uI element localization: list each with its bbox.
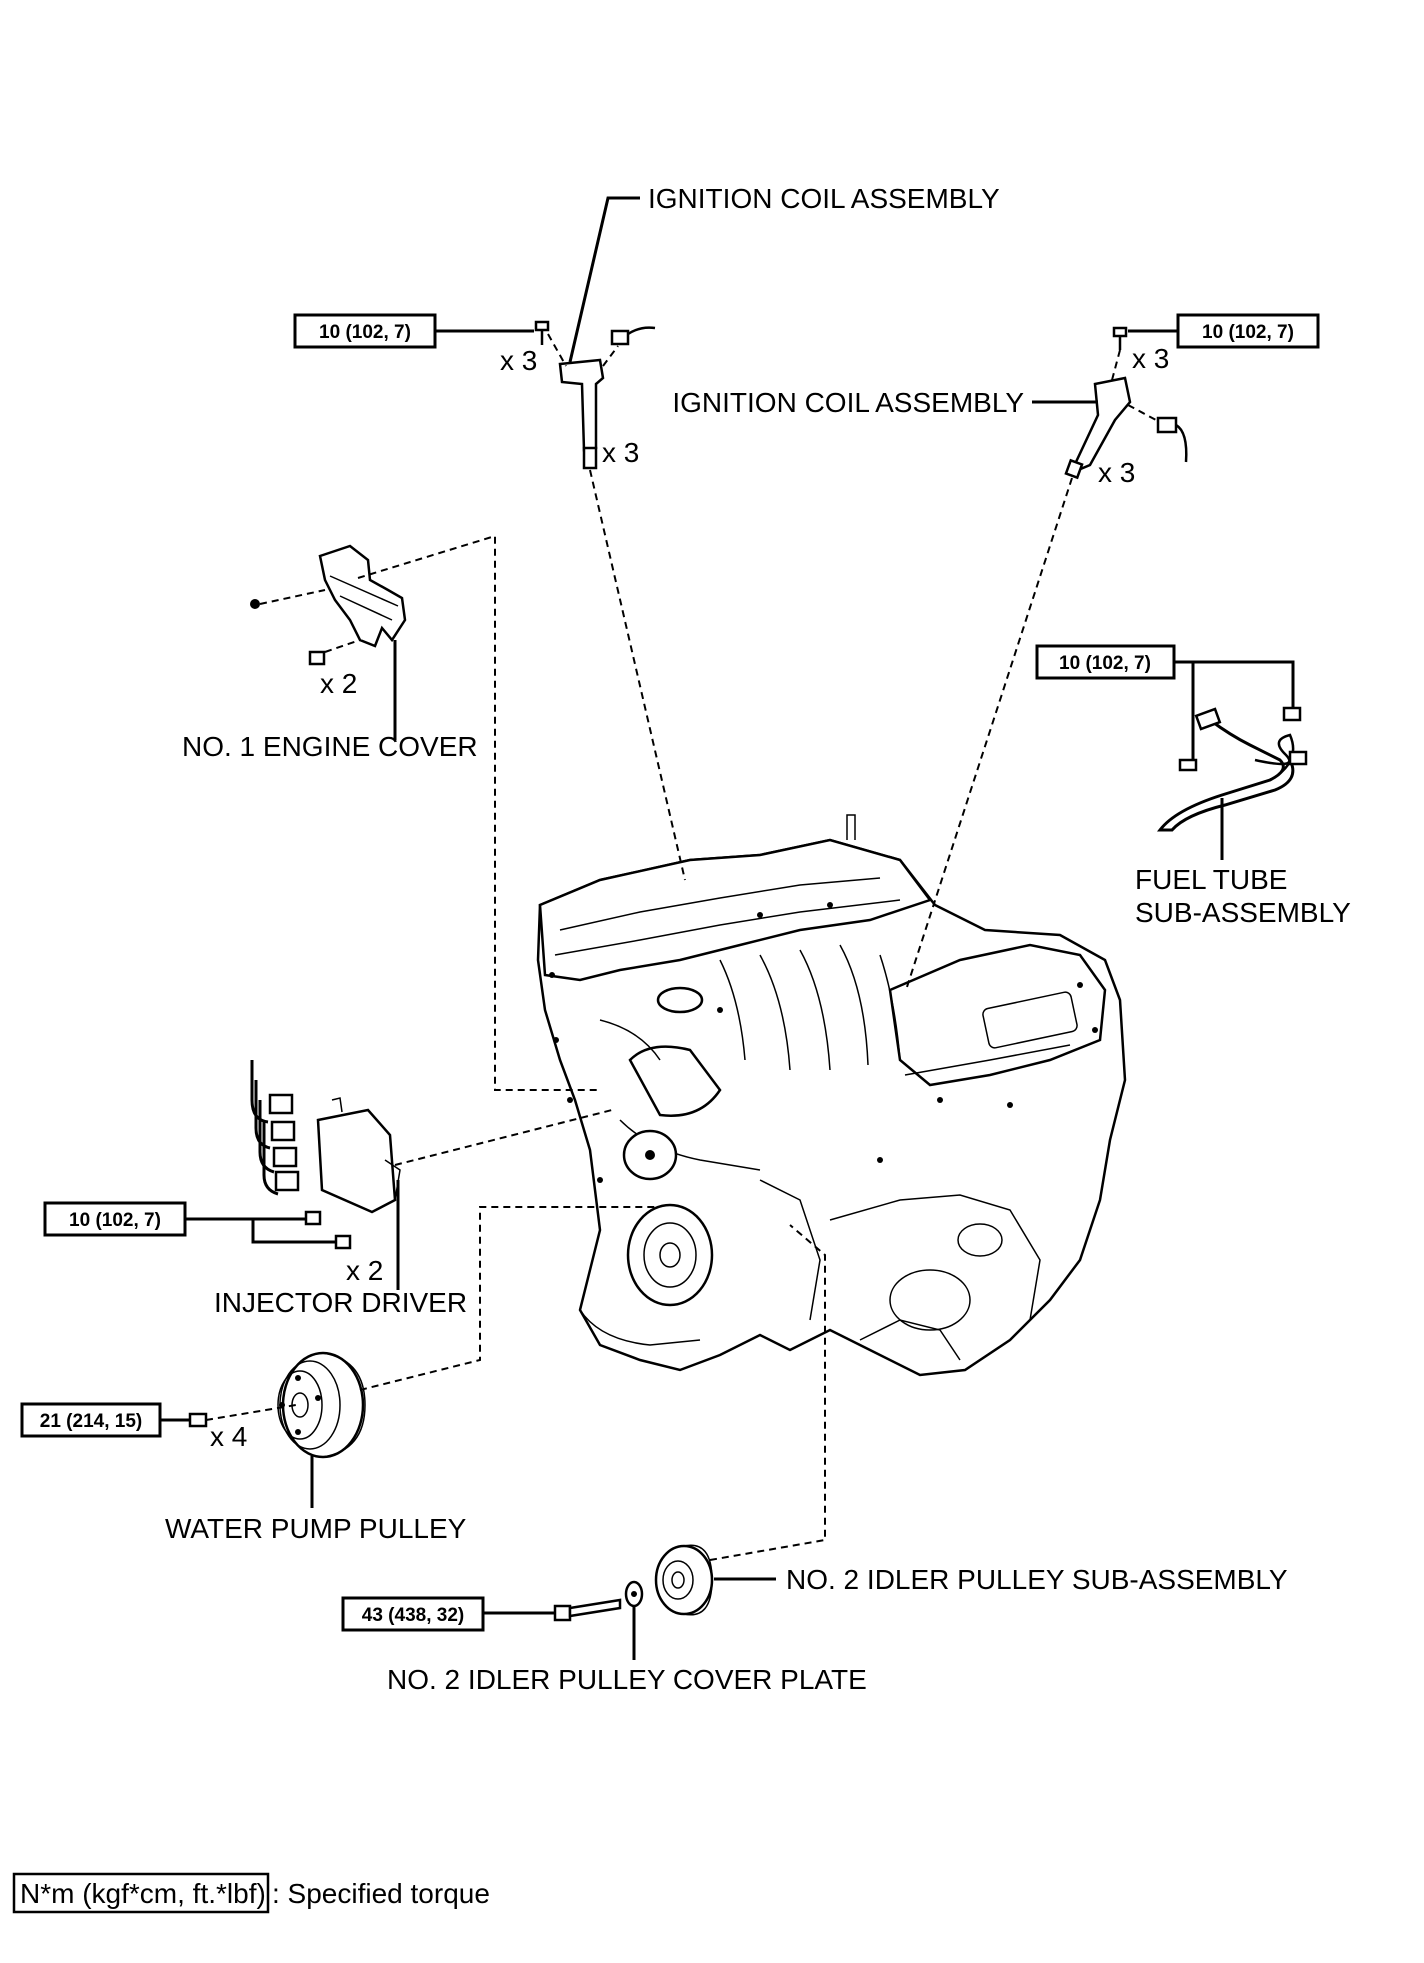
- engine-cover: [250, 544, 407, 666]
- torque-box-coil-right: 10 (102, 7): [1176, 313, 1320, 349]
- torque-value: 43 (438, 32): [362, 1605, 464, 1626]
- guide-line: [905, 477, 1073, 991]
- guide-line: [357, 534, 600, 1091]
- guide-line: [589, 469, 686, 881]
- qty-coil-left-coils: x 3: [602, 437, 639, 468]
- guide-line: [259, 589, 326, 605]
- injector-driver: [250, 1060, 401, 1250]
- torque-box-fuel-tube: 10 (102, 7): [1035, 644, 1176, 680]
- fuel-tube-label-1: FUEL TUBE: [1135, 864, 1287, 895]
- legend-unit: N*m (kgf*cm, ft.*lbf): [20, 1878, 266, 1909]
- guide-line: [324, 639, 361, 653]
- torque-box-injector-driver: 10 (102, 7): [43, 1201, 187, 1237]
- torque-value: 10 (102, 7): [1059, 653, 1151, 674]
- torque-box-coil-left: 10 (102, 7): [293, 313, 437, 349]
- qty-coil-right-bolts: x 3: [1132, 343, 1169, 374]
- idler-pulley: [553, 1544, 714, 1622]
- guide-line: [394, 1109, 613, 1166]
- torque-leader: [251, 1219, 336, 1244]
- guide-line: [205, 1404, 297, 1421]
- qty-coil-left-bolts: x 3: [500, 345, 537, 376]
- torque-box-water-pump: 21 (214, 15): [20, 1402, 162, 1438]
- guide-line: [709, 1224, 826, 1561]
- torque-box-idler: 43 (438, 32): [341, 1596, 485, 1632]
- idler-cover-plate-label: NO. 2 IDLER PULLEY COVER PLATE: [387, 1664, 867, 1695]
- torque-leader: [1174, 660, 1295, 708]
- legend-text: : Specified torque: [272, 1878, 490, 1909]
- fuel-tube: [1156, 706, 1308, 832]
- ign-coil-left-label: IGNITION COIL ASSEMBLY: [648, 183, 1000, 214]
- engine-assembly-illustration: [536, 814, 1127, 1377]
- idler-pulley-label: NO. 2 IDLER PULLEY SUB-ASSEMBLY: [786, 1564, 1288, 1595]
- guide-line: [359, 1206, 655, 1391]
- engine-cover-label: NO. 1 ENGINE COVER: [182, 731, 478, 762]
- torque-legend: N*m (kgf*cm, ft.*lbf) : Specified torque: [12, 1872, 490, 1914]
- ignition-coil-left: [534, 320, 656, 470]
- torque-value: 10 (102, 7): [319, 322, 411, 343]
- torque-value: 21 (214, 15): [40, 1411, 142, 1432]
- fuel-tube-label-2: SUB-ASSEMBLY: [1135, 897, 1351, 928]
- torque-value: 10 (102, 7): [69, 1210, 161, 1231]
- qty-engine-cover: x 2: [320, 668, 357, 699]
- qty-coil-right-coils: x 3: [1098, 457, 1135, 488]
- injector-driver-label: INJECTOR DRIVER: [214, 1287, 467, 1318]
- ign-coil-left-leader: [568, 196, 640, 363]
- qty-water-pump: x 4: [210, 1421, 247, 1452]
- qty-injector-driver: x 2: [346, 1255, 383, 1286]
- water-pump-label: WATER PUMP PULLEY: [165, 1513, 467, 1544]
- water-pump-pulley: [188, 1351, 366, 1459]
- torque-value: 10 (102, 7): [1202, 322, 1294, 343]
- ignition-coil-right: [1064, 326, 1188, 480]
- ign-coil-right-label: IGNITION COIL ASSEMBLY: [672, 387, 1024, 418]
